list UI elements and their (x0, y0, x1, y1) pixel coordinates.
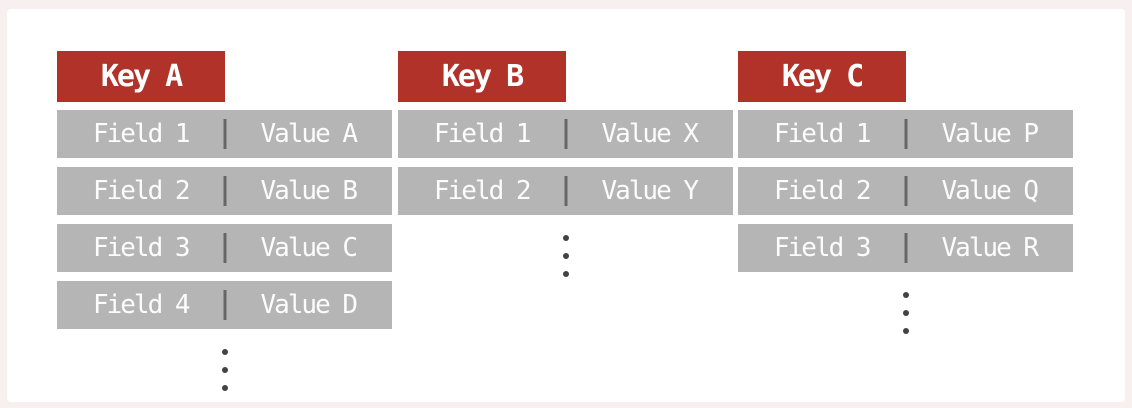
field-label: Field 4 (92, 290, 191, 320)
field-label: Field 3 (92, 233, 191, 263)
value-label: Value Q (941, 176, 1039, 206)
key-header: Key B (398, 51, 566, 102)
key-label: Key C (781, 59, 864, 94)
value-label: Value R (941, 233, 1039, 263)
value-label: Value B (260, 176, 358, 206)
divider-line (223, 119, 226, 149)
field-label: Field 2 (773, 176, 872, 206)
ellipsis-dots-icon (221, 349, 228, 391)
field-label: Field 1 (773, 119, 872, 149)
hash-column-key-a: Key A Field 1 Value A Field 2 Value B Fi… (57, 51, 392, 391)
field-value-row: Field 1 Value X (398, 110, 733, 158)
value-label: Value P (941, 119, 1039, 149)
field-value-row: Field 2 Value Q (738, 167, 1073, 215)
field-value-row: Field 3 Value R (738, 224, 1073, 272)
divider-line (223, 290, 226, 320)
divider-line (564, 176, 567, 206)
diagram-card: Key A Field 1 Value A Field 2 Value B Fi… (7, 9, 1125, 402)
field-value-row: Field 2 Value B (57, 167, 392, 215)
divider-line (904, 119, 907, 149)
field-label: Field 1 (433, 119, 532, 149)
key-header: Key A (57, 51, 225, 102)
field-label: Field 1 (92, 119, 191, 149)
key-header: Key C (738, 51, 906, 102)
divider-line (223, 176, 226, 206)
ellipsis-dots-icon (902, 292, 909, 334)
field-value-row: Field 3 Value C (57, 224, 392, 272)
value-label: Value C (260, 233, 358, 263)
value-label: Value A (260, 119, 358, 149)
hash-column-key-b: Key B Field 1 Value X Field 2 Value Y (398, 51, 733, 277)
divider-line (904, 176, 907, 206)
field-label: Field 2 (433, 176, 532, 206)
ellipsis-dots-icon (562, 235, 569, 277)
field-value-row: Field 1 Value P (738, 110, 1073, 158)
field-label: Field 3 (773, 233, 872, 263)
divider-line (223, 233, 226, 263)
key-label: Key A (100, 59, 183, 94)
value-label: Value X (601, 119, 699, 149)
field-value-row: Field 1 Value A (57, 110, 392, 158)
field-value-row: Field 2 Value Y (398, 167, 733, 215)
field-label: Field 2 (92, 176, 191, 206)
value-label: Value D (260, 290, 358, 320)
hash-column-key-c: Key C Field 1 Value P Field 2 Value Q Fi… (738, 51, 1073, 334)
divider-line (564, 119, 567, 149)
value-label: Value Y (601, 176, 699, 206)
divider-line (904, 233, 907, 263)
key-label: Key B (441, 59, 524, 94)
field-value-row: Field 4 Value D (57, 281, 392, 329)
